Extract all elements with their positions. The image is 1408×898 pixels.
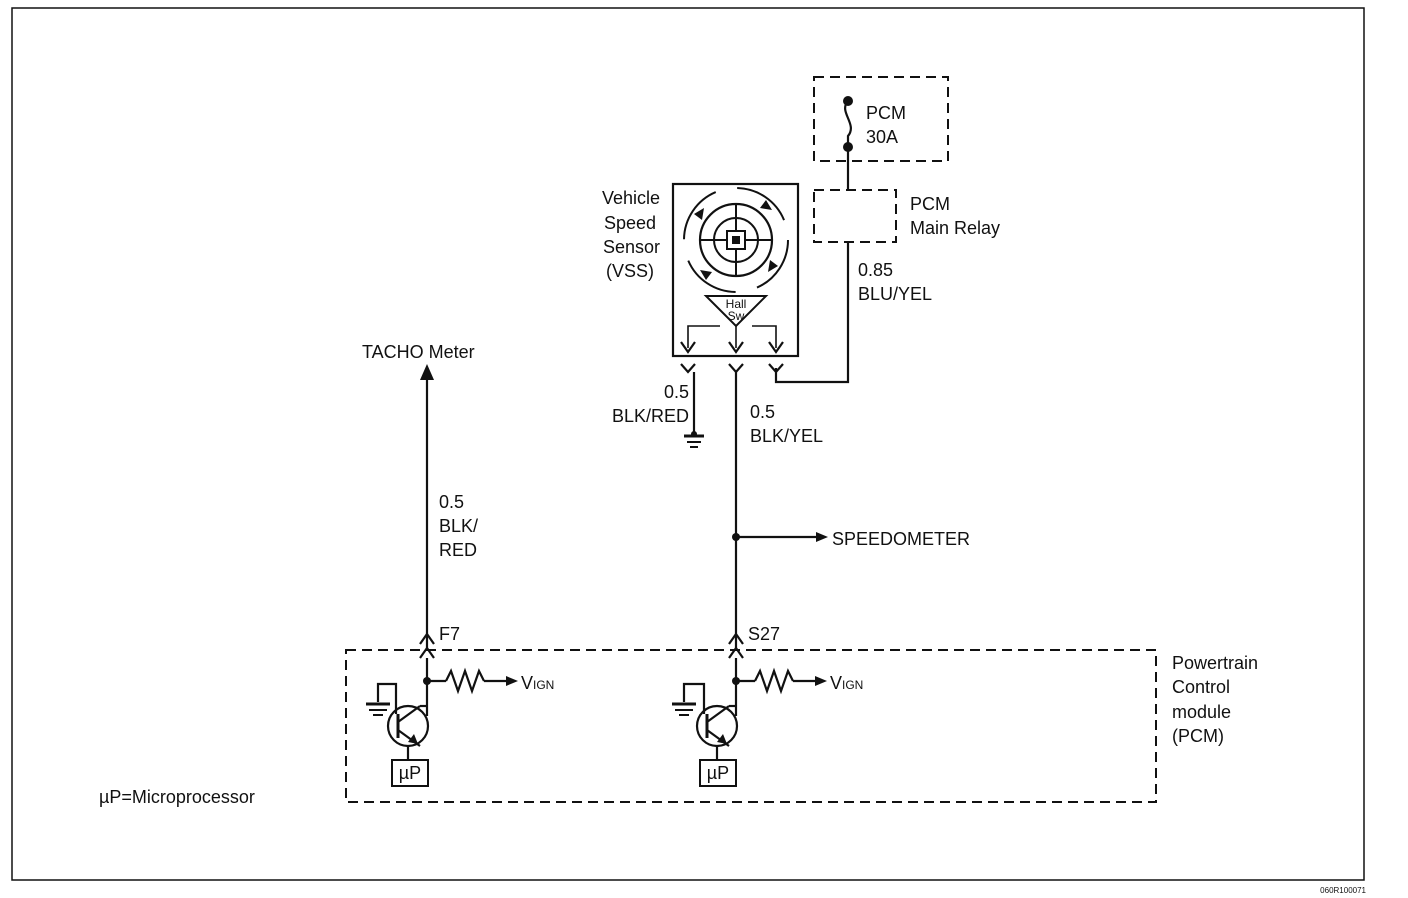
pcm-label-3: module xyxy=(1172,702,1231,722)
signal-wire-gauge: 0.5 xyxy=(750,402,775,422)
tacho-label: TACHO Meter xyxy=(362,342,475,362)
pcm-main-relay: PCM Main Relay xyxy=(813,189,1000,243)
speed-driver-circuit: VIGN µP xyxy=(672,658,863,787)
pull-up-resistor-icon xyxy=(754,667,794,695)
ground-icon xyxy=(366,702,390,716)
vss-label-1: Vehicle xyxy=(602,188,660,208)
ground-icon xyxy=(672,702,696,716)
figure-code: 060R100071 xyxy=(1320,886,1366,895)
vss-signal-connector xyxy=(728,363,744,374)
fuse-label-2: 30A xyxy=(866,127,898,147)
tacho-driver-circuit: VIGN µP xyxy=(366,658,554,787)
pcm-label-1: Powertrain xyxy=(1172,653,1258,673)
relay-label-2: Main Relay xyxy=(910,218,1000,238)
diagram-frame xyxy=(11,7,1365,881)
microprocessor-block xyxy=(391,759,429,787)
tacho-wire-color-1: BLK/ xyxy=(439,516,478,536)
ground-icon xyxy=(684,431,704,448)
tacho-wire-color-2: RED xyxy=(439,540,477,560)
pin-f7-label: F7 xyxy=(439,624,460,644)
vign-right-label: VIGN xyxy=(830,673,863,693)
vign-left-label: VIGN xyxy=(521,673,554,693)
hall-label-1: Hall xyxy=(726,297,747,311)
vss-ground-connector xyxy=(680,363,696,374)
pull-up-resistor-icon xyxy=(445,667,485,695)
speedometer-arrow-icon xyxy=(816,532,828,542)
legend: µP=Microprocessor xyxy=(99,787,255,807)
vss-label-2: Speed xyxy=(604,213,656,233)
microprocessor-label: µP xyxy=(399,763,421,783)
pcm-label-4: (PCM) xyxy=(1172,726,1224,746)
vehicle-speed-sensor: Hall Sw Vehicle Speed Sensor (VSS) xyxy=(602,182,800,358)
vss-label-3: Sensor xyxy=(603,237,660,257)
pin-f7-connector xyxy=(419,632,435,645)
ground-wire-color: BLK/RED xyxy=(612,406,689,426)
pcm-label-2: Control xyxy=(1172,677,1230,697)
power-wire xyxy=(774,242,850,384)
pcm-box xyxy=(345,649,1157,803)
pin-f7-socket xyxy=(419,646,435,659)
tacho-arrow-icon xyxy=(420,364,434,380)
ground-wire-gauge: 0.5 xyxy=(664,382,689,402)
pin-s27-connector xyxy=(728,632,744,645)
fuse-label-1: PCM xyxy=(866,103,906,123)
vss-label-4: (VSS) xyxy=(606,261,654,281)
hall-switch: Hall Sw xyxy=(687,295,777,348)
hall-label-2: Sw xyxy=(728,309,745,323)
power-wire-color: BLU/YEL xyxy=(858,284,932,304)
power-wire-gauge: 0.85 xyxy=(858,260,893,280)
pin-s27-label: S27 xyxy=(748,624,780,644)
tacho-wire-gauge: 0.5 xyxy=(439,492,464,512)
relay-label-1: PCM xyxy=(910,194,950,214)
microprocessor-block xyxy=(699,759,737,787)
pin-s27-socket xyxy=(728,646,744,659)
vss-power-connector xyxy=(768,363,784,374)
pcm-fuse: PCM 30A xyxy=(813,76,949,162)
transistor-icon xyxy=(386,704,430,748)
speedometer-label: SPEEDOMETER xyxy=(832,529,970,549)
signal-wire-color: BLK/YEL xyxy=(750,426,823,446)
microprocessor-label: µP xyxy=(707,763,729,783)
rotor-icon xyxy=(683,187,789,293)
